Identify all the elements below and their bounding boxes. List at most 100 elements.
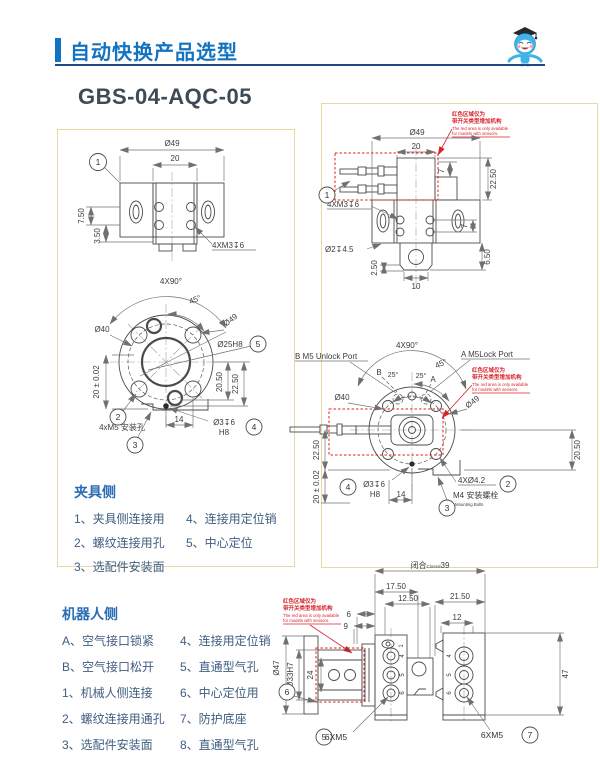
header-divider (55, 64, 545, 66)
svg-text:4: 4 (346, 482, 351, 492)
callout-bolt-en: Mounting Bolts (455, 502, 483, 507)
list-item: 7、防护底座 (180, 712, 247, 726)
dim-10: 10 (412, 282, 421, 291)
header-accent-bar (55, 38, 61, 62)
front-view-drawing: Ø49 20 7.50 3.50 4XM3↧6 1 (77, 139, 256, 262)
svg-text:2: 2 (116, 412, 121, 422)
balloon-6: 6 (278, 683, 317, 703)
svg-text:3: 3 (133, 440, 138, 450)
dim-dia33: Ø33H7 (286, 662, 295, 688)
balloon-2: 2 (499, 475, 517, 493)
port-b-label: B M5 Unlock Port (295, 352, 358, 361)
list-item: 2、螺纹连接用孔 (74, 536, 165, 550)
dim-350: 3.50 (93, 228, 102, 244)
balloon-3: 3 (126, 411, 152, 454)
dim-dia49: Ø49 (164, 139, 180, 148)
robot-side-panel (321, 103, 598, 568)
port-6r-label: 6 (447, 691, 453, 695)
dim-650: 6.50 (483, 249, 492, 265)
dim-25r: 25° (416, 372, 427, 380)
dim-2250: 22.50 (231, 373, 240, 394)
front-view-body (119, 172, 225, 262)
balloon-3: 3 (437, 476, 456, 517)
red-note-cn1: 红色区域仅为 (472, 366, 506, 374)
dim-12: 12 (453, 613, 462, 622)
callout-tap: 4XM3↧6 (327, 200, 360, 209)
callout-cbore: Ø2↧4.5 (325, 245, 354, 254)
list-item: 1、夹具侧连接用 (74, 512, 165, 526)
dim-1250: 12.50 (398, 594, 419, 603)
dim-dia49: Ø49 (464, 393, 482, 410)
balloon-7: 6XM5 7 (466, 696, 539, 744)
dim-7b: 7 (460, 223, 469, 228)
balloon-4: 4 (339, 478, 357, 496)
dim-20: 20 (412, 142, 421, 151)
red-note-en2: for models with sensors. (452, 131, 498, 136)
svg-text:2: 2 (506, 479, 511, 489)
list-item: 4、连接用定位销 (180, 634, 271, 648)
callout-pin: Ø3↧6 (213, 418, 235, 427)
balloon-1: 1 (89, 153, 121, 184)
dim-9: 9 (344, 622, 349, 631)
callout-tap: 4XM3↧6 (212, 241, 245, 250)
assembly-dimensions: 闭合Closed39 17.50 12.50 6 9 21.50 12 Ø47 (272, 560, 570, 716)
red-note-en2: for models with sensors. (283, 618, 329, 623)
robot-items-left: A、空气接口锁紧 B、空气接口松开 1、机械人侧连接 2、螺纹连接用通孔 3、选… (62, 632, 180, 762)
dim-47: 47 (561, 669, 570, 678)
list-item: 8、直通型气孔 (180, 738, 259, 752)
port-a-label: A M5Lock Port (461, 350, 514, 359)
dim-tol20: 20 ± 0.02 (312, 470, 321, 504)
svg-text:4: 4 (252, 422, 257, 432)
callout-mount: 4xM5 安装孔 (99, 422, 145, 432)
list-item: 3、选配件安装面 (74, 560, 165, 574)
list-item: B、空气接口松开 (62, 660, 155, 674)
balloon-4: 4 (245, 418, 263, 436)
callout-pin-fit: H8 (370, 490, 381, 499)
letter-a: A (430, 375, 436, 384)
svg-text:1: 1 (325, 190, 330, 200)
red-note-en1: The red area is only available (452, 126, 509, 131)
dim-6: 6 (347, 610, 352, 619)
letter-b: B (376, 368, 381, 377)
fixture-side-title: 夹具侧 (74, 484, 116, 500)
list-item: 2、螺纹连接用通孔 (62, 712, 165, 726)
dim-2050: 20.50 (215, 371, 224, 392)
robot-flange-body (289, 372, 478, 500)
dim-2050: 20.50 (573, 439, 582, 460)
port-4r-label: 4 (447, 654, 453, 658)
port-1-label: 1 (399, 644, 405, 648)
dim-dia47: Ø47 (272, 660, 281, 676)
side-view-red-note: 红色区域仅为 带开关类型增加机构 The red area is only av… (437, 110, 510, 156)
fixture-flange-drawing: 4X90° 45° Ø40 Ø49 Ø25H8 20 ± 0.02 20.50 … (92, 277, 267, 454)
dim-14: 14 (397, 490, 406, 499)
dim-250: 2.50 (370, 260, 379, 276)
red-note-cn2: 带开关类型增加机构 (283, 604, 333, 612)
robot-flange-red-note: 红色区域仅为 带开关类型增加机构 The red area is only av… (441, 366, 530, 419)
list-item: 3、选配件安装面 (62, 738, 153, 752)
assembly-clamp (406, 657, 434, 696)
robot-side-title: 机器人侧 (62, 606, 118, 622)
robot-flange-drawing: B M5 Unlock Port A M5Lock Port B A 红色区域仅… (289, 341, 582, 517)
dim-dia49: Ø49 (409, 128, 425, 137)
dim-2250: 22.50 (312, 439, 321, 460)
callout-tap-right: 6XM5 (481, 730, 503, 740)
dim-1750: 17.50 (386, 582, 407, 591)
dim-2150: 21.50 (450, 592, 471, 601)
product-code: GBS-04-AQC-05 (78, 84, 252, 109)
sensor-cables (339, 165, 398, 195)
balloon-2: 2 (109, 393, 137, 426)
air-cable (289, 423, 392, 436)
red-note-en1: The red area is only available (283, 613, 340, 618)
dim-tol20: 20 ± 0.02 (92, 365, 101, 399)
red-note-en1: The red area is only available (472, 382, 529, 387)
balloon-1: 1 (318, 180, 351, 204)
robot-items-right: 4、连接用定位销 5、直通型气孔 6、中心定位用 7、防护底座 8、直通型气孔 (180, 632, 271, 762)
dim-dia40: Ø40 (334, 393, 350, 402)
dim-25l: 25° (388, 371, 399, 379)
red-note-cn1: 红色区域仅为 (283, 597, 317, 605)
list-item: 5、直通型气孔 (180, 660, 259, 674)
dim-dia49: Ø49 (222, 311, 240, 328)
port-6-label: 6 (400, 691, 406, 695)
dim-4x90: 4X90° (160, 277, 182, 286)
dim-750: 7.50 (77, 208, 86, 224)
